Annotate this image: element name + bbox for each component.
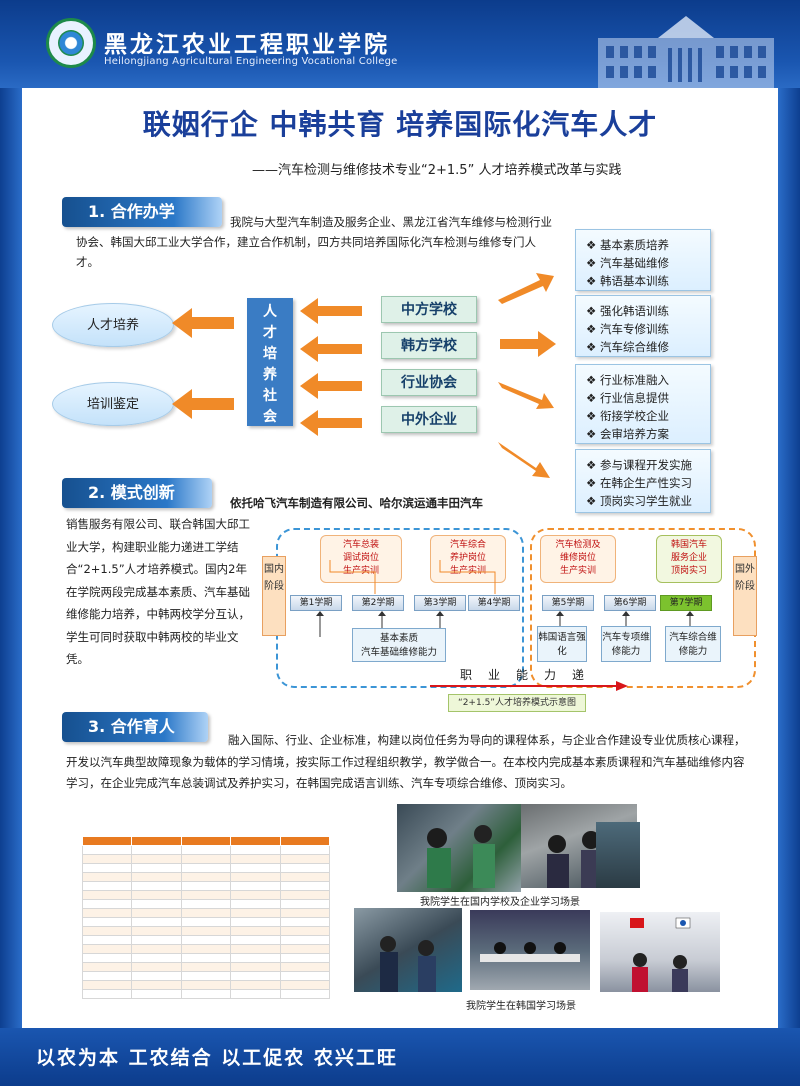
curriculum-table [81,836,331,999]
role-box-chinese-school: ❖ 基本素质培养 ❖ 汽车基础维修 ❖ 韩语基本训练 [575,229,711,291]
college-name: 黑龙江农业工程职业学院 [104,31,390,58]
role-item: ❖ 参与课程开发实施 [586,458,692,472]
role-box-association: ❖ 行业标准融入 ❖ 行业信息提供 ❖ 衔接学校企业 ❖ 会审培养方案 [575,364,711,444]
photo-workshop-3 [596,822,640,888]
term-box: 第3学期 [414,595,466,611]
arrow-left-icon [172,308,234,338]
photo-workshop-1 [397,804,521,892]
page-subtitle: ——汽车检测与维修技术专业“2+1.5” 人才培养模式改革与实践 [252,163,622,178]
term-box: 第4学期 [468,595,520,611]
term-connector-lines [329,560,496,594]
term-box: 第6学期 [604,595,656,611]
arrow-left-icon [300,373,362,399]
post-box: 韩国汽车 服务企业 顶岗实习 [656,535,722,583]
ability-box: 韩国语言强化 [537,626,587,662]
service-platform: 人才培养社会服务平台 [247,298,293,509]
ability-axis-arrow [430,681,628,691]
arrow-down-right-icon [498,382,554,409]
arrow-left-icon [300,410,362,436]
role-item: ❖ 汽车专修训练 [586,322,669,336]
section-3-heading: 3. 合作育人 [62,712,208,742]
arrow-right-icon [500,331,556,357]
section-1-text: 我院与大型汽车制造及服务企业、黑龙江省汽车维修与检测行业协会、韩国大邱工业大学合… [76,215,552,269]
arrow-left-icon [300,298,362,324]
role-item: ❖ 汽车基础维修 [586,256,669,270]
diagram-caption: “2+1.5”人才培养模式示意图 [448,694,586,712]
right-frame [778,88,800,1028]
ability-box: 汽车综合维修能力 [665,626,721,662]
page-title: 联姻行企 中韩共育 培养国际化汽车人才 [142,108,658,141]
partner-enterprises: 中外企业 [381,406,477,433]
outcome-training: 培训鉴定 [52,382,174,426]
arrow-left-icon [172,389,234,419]
domestic-stage-label: 国内阶段 [262,556,286,636]
role-box-enterprises: ❖ 参与课程开发实施 ❖ 在韩企生产性实习 ❖ 顶岗实习学生就业 [575,449,711,513]
caption-korea: 我院学生在韩国学习场景 [466,1001,576,1012]
post-box: 汽车综合 养护岗位 生产实训 [430,535,506,583]
partner-chinese-school: 中方学校 [381,296,477,323]
college-name-en: Heilongjiang Agricultural Engineering Vo… [104,56,398,67]
role-item: ❖ 行业标准融入 [586,373,669,387]
abroad-stage-label: 国外阶段 [733,556,757,636]
college-seal-icon [46,18,96,68]
partner-korean-school: 韩方学校 [381,332,477,359]
role-item: ❖ 基本素质培养 [586,238,669,252]
section-2-heading: 2. 模式创新 [62,478,212,508]
section-2-text: 销售服务有限公司、联合韩国大邱工业大学，构建职业能力递进工学结合“2+1.5”人… [66,517,250,666]
role-item: ❖ 韩语基本训练 [586,274,669,288]
arrow-left-icon [300,336,362,362]
campus-building-icon [598,16,774,88]
photo-korea-1 [354,908,462,992]
arrow-down-right-icon [498,442,550,478]
term-box: 第2学期 [352,595,404,611]
arrow-up-right-icon [498,273,554,304]
section-3-text: 融入国际、行业、企业标准，构建以岗位任务为导向的课程体系，与企业合作建设专业优质… [66,733,746,790]
left-frame [0,88,22,1028]
role-item: ❖ 会审培养方案 [586,427,669,441]
term-box: 第7学期 [660,595,712,611]
role-item: ❖ 行业信息提供 [586,391,669,405]
ability-axis-label: 职 业 能 力 递 [460,668,587,682]
outcome-talent: 人才培养 [52,303,174,347]
ability-box: 基本素质 汽车基础维修能力 [352,628,446,662]
partner-industry-association: 行业协会 [381,369,477,396]
term-box: 第1学期 [290,595,342,611]
caption-domestic: 我院学生在国内学校及企业学习场景 [420,897,580,908]
role-item: ❖ 强化韩语训练 [586,304,669,318]
role-item: ❖ 汽车综合维修 [586,340,669,354]
post-box: 汽车检测及 维修岗位 生产实训 [540,535,616,583]
section-1-heading: 1. 合作办学 [62,197,222,227]
post-box: 汽车总装 调试岗位 生产实训 [320,535,402,583]
role-item: ❖ 衔接学校企业 [586,409,669,423]
ability-box: 汽车专项维修能力 [601,626,651,662]
footer-banner [0,1028,800,1086]
role-box-korean-school: ❖ 强化韩语训练 ❖ 汽车专修训练 ❖ 汽车综合维修 [575,295,711,357]
role-item: ❖ 顶岗实习学生就业 [586,494,692,508]
role-item: ❖ 在韩企生产性实习 [586,476,692,490]
footer-slogan: 以农为本 工农结合 以工促农 农兴工旺 [36,1047,398,1069]
term-box: 第5学期 [542,595,594,611]
photo-korea-2 [470,910,590,990]
photo-korea-3 [600,912,720,992]
section-2-text-lead: 依托哈飞汽车制造有限公司、哈尔滨运通丰田汽车 [230,496,483,510]
